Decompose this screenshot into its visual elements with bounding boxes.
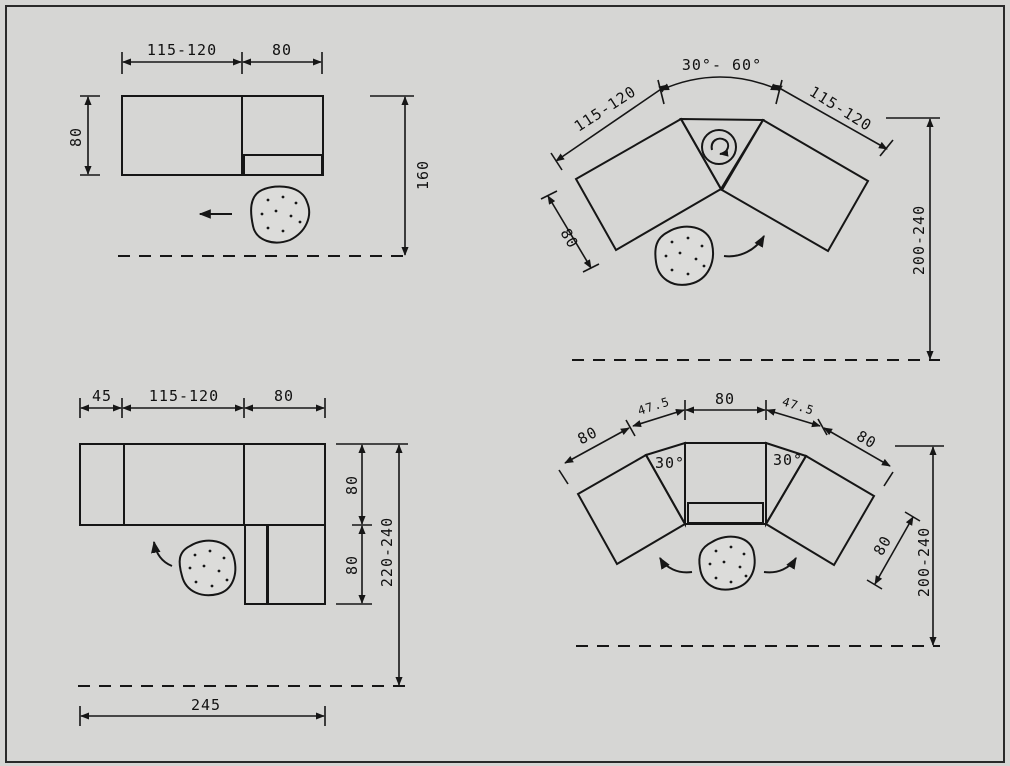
rotate-arrow-right xyxy=(763,556,797,574)
dim-label-top-b: 80 xyxy=(272,41,292,59)
chair-texture xyxy=(708,545,748,584)
dim-label-right-total: 220-240 xyxy=(378,517,396,587)
dim-line-left xyxy=(564,427,630,464)
dim-line-right xyxy=(823,427,891,467)
dim-label-gap-right: 47.5 xyxy=(780,394,816,417)
dim-label-top-a: 45 xyxy=(92,387,112,405)
dim-label-gap-left: 47.5 xyxy=(636,394,672,417)
dim-label-bottom: 245 xyxy=(191,696,221,714)
dim-label-right-upper: 80 xyxy=(343,475,361,495)
dim-label-angle: 30°- 60° xyxy=(682,56,762,74)
desk-main xyxy=(123,443,245,526)
dim-label-height: 200-240 xyxy=(910,205,928,275)
dim-line-gap-right xyxy=(766,408,821,428)
diagram-top-left: 115-120 80 80 160 xyxy=(67,41,432,257)
sheet-border xyxy=(5,5,1005,763)
rotate-arrow xyxy=(151,540,173,567)
desk-side-panel xyxy=(79,443,125,526)
dim-line-depth xyxy=(874,516,914,585)
dim-line-depth xyxy=(547,195,592,269)
dim-label-center: 80 xyxy=(715,390,735,408)
desk-wing-right xyxy=(764,454,876,567)
chair xyxy=(654,225,714,286)
diagram-bottom-left: 45 115-120 80 80 80 220-240 245 xyxy=(78,387,408,726)
dim-label-top-b: 115-120 xyxy=(149,387,219,405)
desk-arm-right xyxy=(720,118,870,253)
dim-label-height: 200-240 xyxy=(915,527,933,597)
chair xyxy=(178,539,237,597)
drawer-strip xyxy=(243,154,323,176)
swivel-chair-symbol xyxy=(701,129,737,165)
chair-texture xyxy=(664,236,706,276)
chair-texture xyxy=(188,549,229,588)
drawer-strip xyxy=(244,524,268,605)
diagram-bottom-right: 30° 30° 80 47.5 80 47.5 80 xyxy=(558,390,944,647)
dim-label-top-a: 115-120 xyxy=(147,41,217,59)
dim-label-right: 160 xyxy=(414,160,432,190)
dim-line-gap-left xyxy=(632,408,685,428)
angle-label-right: 30° xyxy=(773,451,803,469)
desk-center xyxy=(684,442,767,525)
desk-return xyxy=(267,524,326,605)
drawer-strip xyxy=(687,502,764,524)
desk-main xyxy=(121,95,243,176)
diagram-top-right: 30°- 60° 115-120 115-120 80 200-240 xyxy=(540,56,940,361)
dim-label-right-lower: 80 xyxy=(343,555,361,575)
corner-triangle xyxy=(679,117,765,191)
rotate-arrow xyxy=(723,234,765,258)
rotate-arrow-left xyxy=(659,556,693,574)
angle-label-left: 30° xyxy=(655,454,685,472)
chair-texture xyxy=(260,195,302,233)
desk-corner xyxy=(243,443,326,526)
desk-side xyxy=(241,95,324,176)
dim-line-right-arm xyxy=(773,84,888,150)
dim-arc-angle xyxy=(660,76,780,91)
chair xyxy=(250,185,311,244)
dim-line-left-arm xyxy=(555,84,668,162)
chair xyxy=(698,535,756,591)
dim-label-right: 80 xyxy=(853,427,879,453)
dim-label-left: 80 xyxy=(67,127,85,147)
dim-label-left: 80 xyxy=(575,423,601,448)
dim-label-top-c: 80 xyxy=(274,387,294,405)
